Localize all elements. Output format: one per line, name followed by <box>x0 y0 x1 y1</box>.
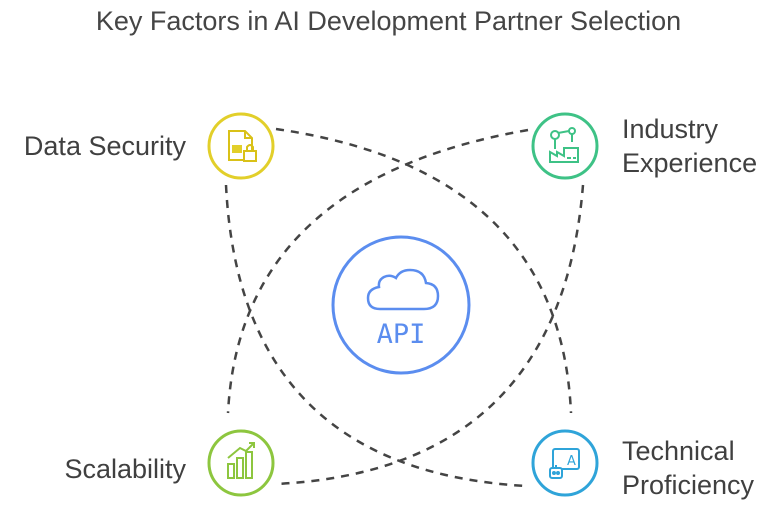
svg-text:A: A <box>567 454 576 469</box>
label-industry-experience: Industry Experience <box>622 112 772 180</box>
cloud-icon <box>366 268 440 311</box>
label-technical-proficiency-line-1: Technical <box>622 436 735 466</box>
node-industry-experience <box>531 112 599 180</box>
diagram-title: Key Factors in AI Development Partner Se… <box>95 6 682 36</box>
robot-screen-icon: A <box>549 448 580 479</box>
factory-robot-arm-icon <box>549 127 579 163</box>
label-scalability-line-1: Scalability <box>64 454 186 484</box>
label-technical-proficiency-line-2: Proficiency <box>622 470 755 500</box>
center-hub-label: API <box>377 319 426 350</box>
center-hub: API <box>331 235 471 375</box>
connector-arcs <box>224 127 585 488</box>
connector-arc-industry-to-scalability <box>226 128 529 414</box>
node-scalability <box>207 429 275 497</box>
label-industry-experience-line-2: Experience <box>622 148 758 178</box>
label-data-security: Data Security <box>0 129 186 163</box>
node-circle-technical-proficiency <box>531 429 599 497</box>
node-data-security <box>207 112 275 180</box>
growth-bar-chart-icon <box>227 442 255 479</box>
document-lock-icon <box>228 130 257 162</box>
label-scalability: Scalability <box>0 452 186 486</box>
center-hub-circle <box>331 235 471 375</box>
node-circle-scalability <box>207 429 275 497</box>
label-data-security-line-1: Data Security <box>23 131 186 161</box>
label-industry-experience-line-1: Industry <box>622 114 719 144</box>
node-technical-proficiency: A <box>531 429 599 497</box>
label-technical-proficiency: Technical Proficiency <box>622 434 776 502</box>
node-circle-industry-experience <box>531 112 599 180</box>
